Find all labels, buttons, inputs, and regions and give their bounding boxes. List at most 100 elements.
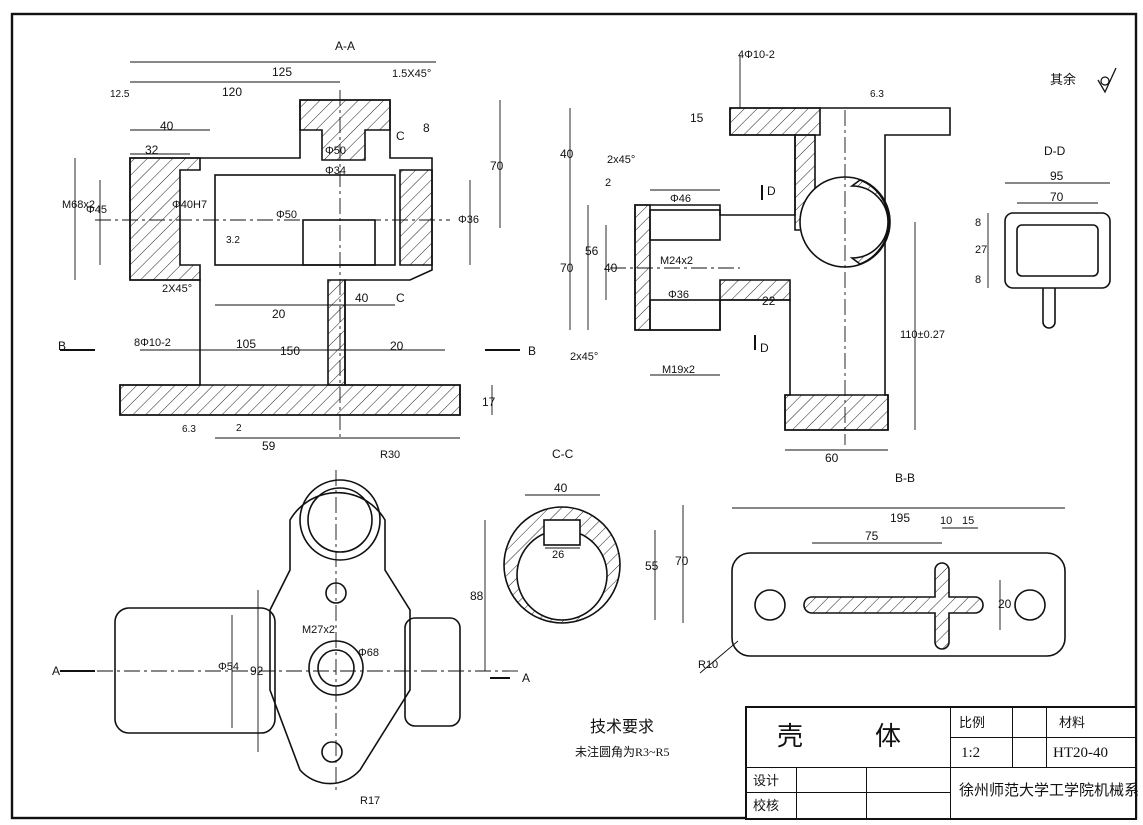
aa-hatch-right	[399, 169, 433, 266]
aa-hatch-left	[129, 157, 201, 281]
dim-aa-holes: 8Φ10-2	[134, 337, 171, 349]
dim-aa-c-mark: C	[396, 291, 405, 305]
dim-side-40: 40	[560, 147, 574, 161]
top-upper-boss	[299, 479, 381, 561]
dd-outer	[1004, 212, 1111, 289]
top-left-boss	[114, 607, 276, 734]
roughness-63-label: 6.3	[870, 89, 884, 100]
dim-dd-70: 70	[1050, 190, 1064, 204]
part-name-char-2: 体	[875, 722, 902, 751]
dim-aa-20: 20	[272, 307, 286, 321]
dd-tab	[1042, 288, 1056, 329]
dim-bb-10: 10	[940, 515, 953, 527]
dim-dd-8: 8	[975, 217, 982, 229]
bb-right-hole	[1014, 589, 1046, 621]
dim-aa-d50b: Φ50	[325, 145, 347, 157]
dim-top-d54: Φ54	[218, 661, 240, 673]
section-mark-a-right: A	[522, 671, 531, 685]
view-c-c	[503, 494, 684, 624]
dim-side-m24: M24x2	[660, 255, 694, 267]
dim-aa-150: 150	[280, 344, 301, 358]
dim-cc-70: 70	[675, 554, 689, 568]
dim-cc-40: 40	[554, 481, 568, 495]
view-label-c-c: C-C	[552, 447, 574, 461]
side-hatch-lower	[719, 279, 791, 301]
dim-side-60: 60	[825, 451, 839, 465]
dim-aa-d36: Φ36	[458, 214, 480, 226]
dim-aa-2: 2	[236, 423, 242, 434]
dim-side-40b: 40	[604, 261, 618, 275]
part-name-char-1: 壳	[777, 722, 804, 751]
bb-rib-cross	[803, 562, 984, 650]
view-label-b-b: B-B	[895, 471, 916, 485]
view-top	[60, 470, 520, 790]
cc-key-slot	[543, 519, 581, 546]
side-thread-upper	[649, 209, 721, 241]
roughness-rest-label: 其余	[1050, 72, 1077, 87]
side-hatch-leg	[784, 394, 889, 431]
view-label-d-d: D-D	[1044, 144, 1066, 158]
dim-side-15: 15	[690, 111, 704, 125]
check-label: 校核	[753, 798, 780, 813]
dim-side-d46: Φ46	[670, 193, 692, 205]
dim-aa-32: 32	[145, 143, 159, 157]
side-thread-lower	[649, 299, 721, 331]
dim-aa-chamfer-15: 1.5X45°	[392, 68, 432, 80]
view-label-a-a: A-A	[335, 39, 356, 53]
side-hatch-boss	[634, 204, 651, 331]
dim-aa-70: 70	[490, 159, 504, 173]
dim-top-d68: Φ68	[358, 647, 380, 659]
dim-bb-75: 75	[865, 529, 879, 543]
roughness-125-label: 12.5	[110, 89, 130, 100]
dim-aa-105: 105	[236, 337, 257, 351]
side-bore-hatch	[849, 179, 890, 265]
dim-side-d36: Φ36	[668, 289, 690, 301]
dim-top-r17: R17	[360, 795, 381, 807]
view-d-d	[987, 182, 1111, 329]
bb-left-hole	[754, 589, 786, 621]
dim-aa-125: 125	[272, 65, 293, 79]
dd-inner	[1016, 224, 1099, 277]
section-mark-b-left: B	[58, 339, 67, 353]
dim-aa-17: 17	[482, 395, 496, 409]
top-upper-bore	[307, 487, 373, 553]
dim-aa-63: 6.3	[182, 424, 196, 435]
top-lower-hole	[321, 741, 343, 763]
dim-side-22: 22	[762, 294, 776, 308]
bb-plate	[731, 552, 1066, 657]
section-mark-a-left: A	[52, 664, 61, 678]
aa-hatch-base	[119, 384, 461, 416]
top-flange	[269, 492, 411, 785]
roughness-32-label: 3.2	[226, 235, 240, 246]
dim-aa-d40h: Φ40H7	[172, 199, 208, 211]
dim-aa-d45: Φ45	[86, 204, 108, 216]
dim-dd-8b: 8	[975, 274, 982, 286]
aa-hatch-top	[299, 99, 391, 161]
scale-label: 比例	[959, 715, 986, 730]
section-mark-b-right: B	[528, 344, 537, 358]
dim-top-m27: M27x2	[302, 624, 336, 636]
aa-hatch-web	[327, 279, 346, 386]
dim-side-holes: 4Φ10-2	[738, 49, 775, 61]
dim-dd-95: 95	[1050, 169, 1064, 183]
dim-bb-r10: R10	[698, 659, 719, 671]
dim-bb-15: 15	[962, 515, 975, 527]
scale-value: 1:2	[961, 745, 981, 761]
design-label: 设计	[753, 773, 780, 788]
dim-aa-120: 120	[222, 85, 243, 99]
dim-side-70: 70	[560, 261, 574, 275]
dim-top-88: 88	[470, 589, 484, 603]
top-right-boss	[404, 617, 461, 727]
dim-side-chamfer-2: 2x45°	[570, 351, 599, 363]
dim-side-56: 56	[585, 244, 599, 258]
dim-aa-chamfer-2: 2X45°	[162, 283, 193, 295]
dim-aa-8: 8	[423, 121, 430, 135]
dim-side-2x45: 2x45°	[607, 154, 636, 166]
dim-cc-26: 26	[552, 549, 565, 561]
material-label: 材料	[1059, 715, 1086, 730]
title-block: 壳 体 比例 1:2 材料 HT20-40 设计 校核 徐州师范大学工学院机械系	[745, 706, 1139, 820]
dim-aa-m68: M68x2	[62, 199, 96, 211]
dim-dd-27: 27	[975, 244, 988, 256]
sheet-border	[10, 12, 1138, 820]
